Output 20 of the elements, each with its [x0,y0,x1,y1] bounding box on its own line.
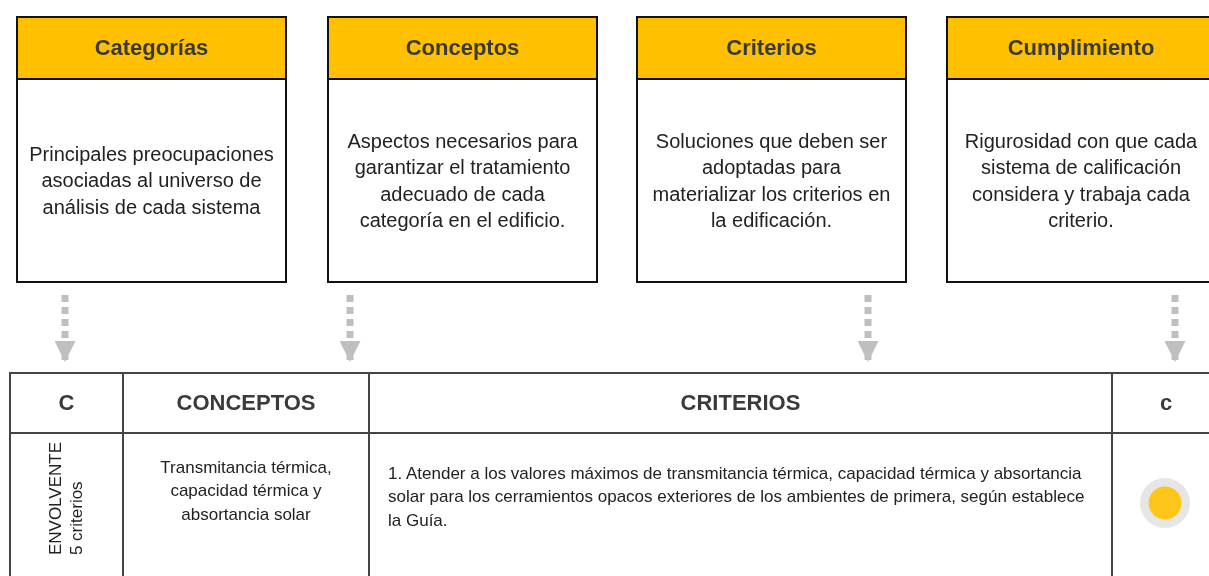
card-description: Aspectos necesarios para garantizar el tratamiento adecuado de cada categoría en el edificio. [346,128,579,233]
criteria-count: 5 criterios [66,480,87,556]
criterion-text: 1. Atender a los valores máximos de transmitancia térmica, capacidad térmica y absortancia solar para los cerramientos opacos exteriores de los ambientes de primera, según establece la Guía. [388,463,1086,532]
card-heading: Conceptos [329,18,596,80]
card-description: Soluciones que deben ser adoptadas para materializar los criterios en la edificación. [651,128,892,233]
definition-card [327,16,598,283]
definition-card [16,16,287,283]
column-header: c [1113,374,1209,434]
column-header: CONCEPTOS [124,374,370,434]
column-header: C [11,374,124,434]
definition-card [636,16,907,283]
definition-card [946,16,1209,283]
category-name: ENVOLVENTE [46,442,67,556]
card-heading: Criterios [638,18,905,80]
card-description: Rigurosidad con que cada sistema de calificación considera y trabaja cada criterio. [963,128,1199,233]
card-heading: Categorías [18,18,285,80]
concept-text: Transmitancia térmica, capacidad térmica y absortancia solar [159,457,333,526]
card-heading: Cumplimiento [948,18,1209,80]
column-header: CRITERIOS [370,374,1113,434]
card-description: Principales preocupaciones asociadas al universo de análisis de cada sistema [28,141,275,220]
